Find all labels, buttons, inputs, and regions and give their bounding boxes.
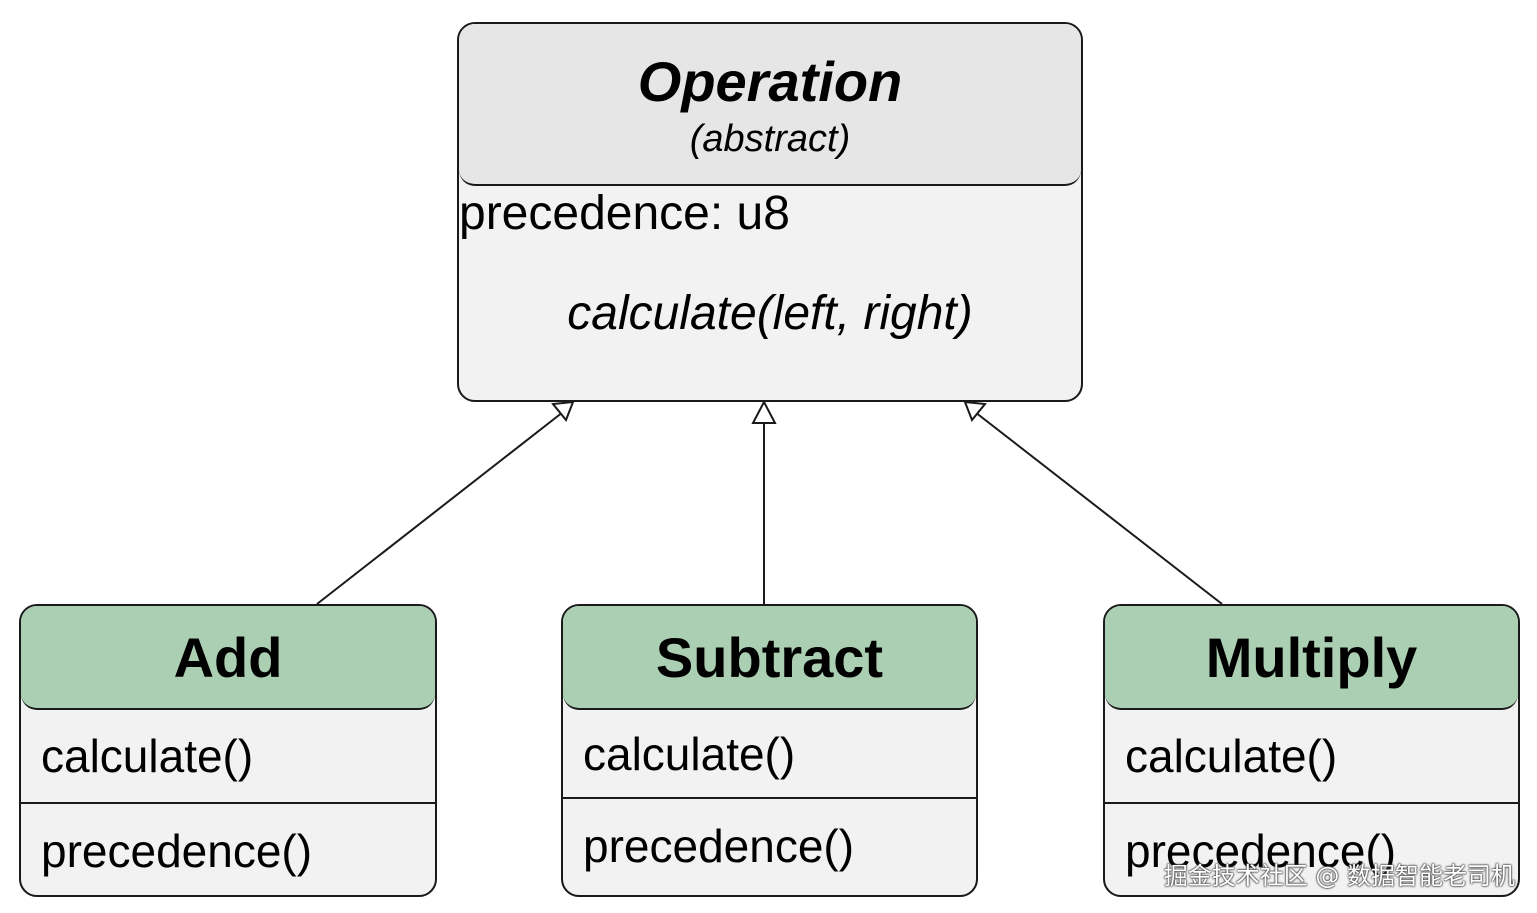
class-multiply[interactable]: Multiply calculate() precedence() bbox=[1103, 604, 1520, 897]
class-subtract-header: Subtract bbox=[563, 606, 976, 710]
attribute-precedence: precedence: u8 bbox=[459, 187, 790, 240]
inherit-arrowhead-right bbox=[963, 400, 987, 422]
link-add-to-operation bbox=[316, 411, 564, 605]
class-subtract[interactable]: Subtract calculate() precedence() bbox=[561, 604, 978, 897]
class-operation-header: Operation (abstract) bbox=[459, 24, 1081, 186]
class-add-header: Add bbox=[21, 606, 435, 710]
method-precedence: precedence() bbox=[21, 802, 435, 895]
method-calculate: calculate() bbox=[583, 727, 796, 780]
class-name: Add bbox=[173, 626, 283, 689]
class-name: Subtract bbox=[655, 626, 884, 689]
watermark: 掘金技术社区 @ 数据智能老司机 bbox=[1163, 862, 1515, 890]
link-multiply-to-operation bbox=[974, 411, 1223, 605]
inherit-arrowhead-center bbox=[751, 399, 777, 424]
method-calculate: calculate() bbox=[1125, 730, 1338, 782]
class-name: Operation bbox=[637, 50, 903, 113]
class-multiply-header: Multiply bbox=[1105, 606, 1518, 710]
inherit-arrowhead-left bbox=[551, 400, 575, 422]
class-add[interactable]: Add calculate() precedence() bbox=[19, 604, 437, 897]
method-calculate: calculate(left, right) bbox=[567, 287, 973, 340]
method-precedence: precedence() bbox=[563, 797, 976, 893]
class-name: Multiply bbox=[1205, 626, 1418, 689]
class-operation[interactable]: Operation (abstract) precedence: u8 calc… bbox=[457, 22, 1083, 402]
method-precedence: precedence() bbox=[1105, 802, 1518, 895]
class-stereotype: (abstract) bbox=[689, 118, 851, 160]
method-calculate: calculate() bbox=[41, 730, 254, 782]
